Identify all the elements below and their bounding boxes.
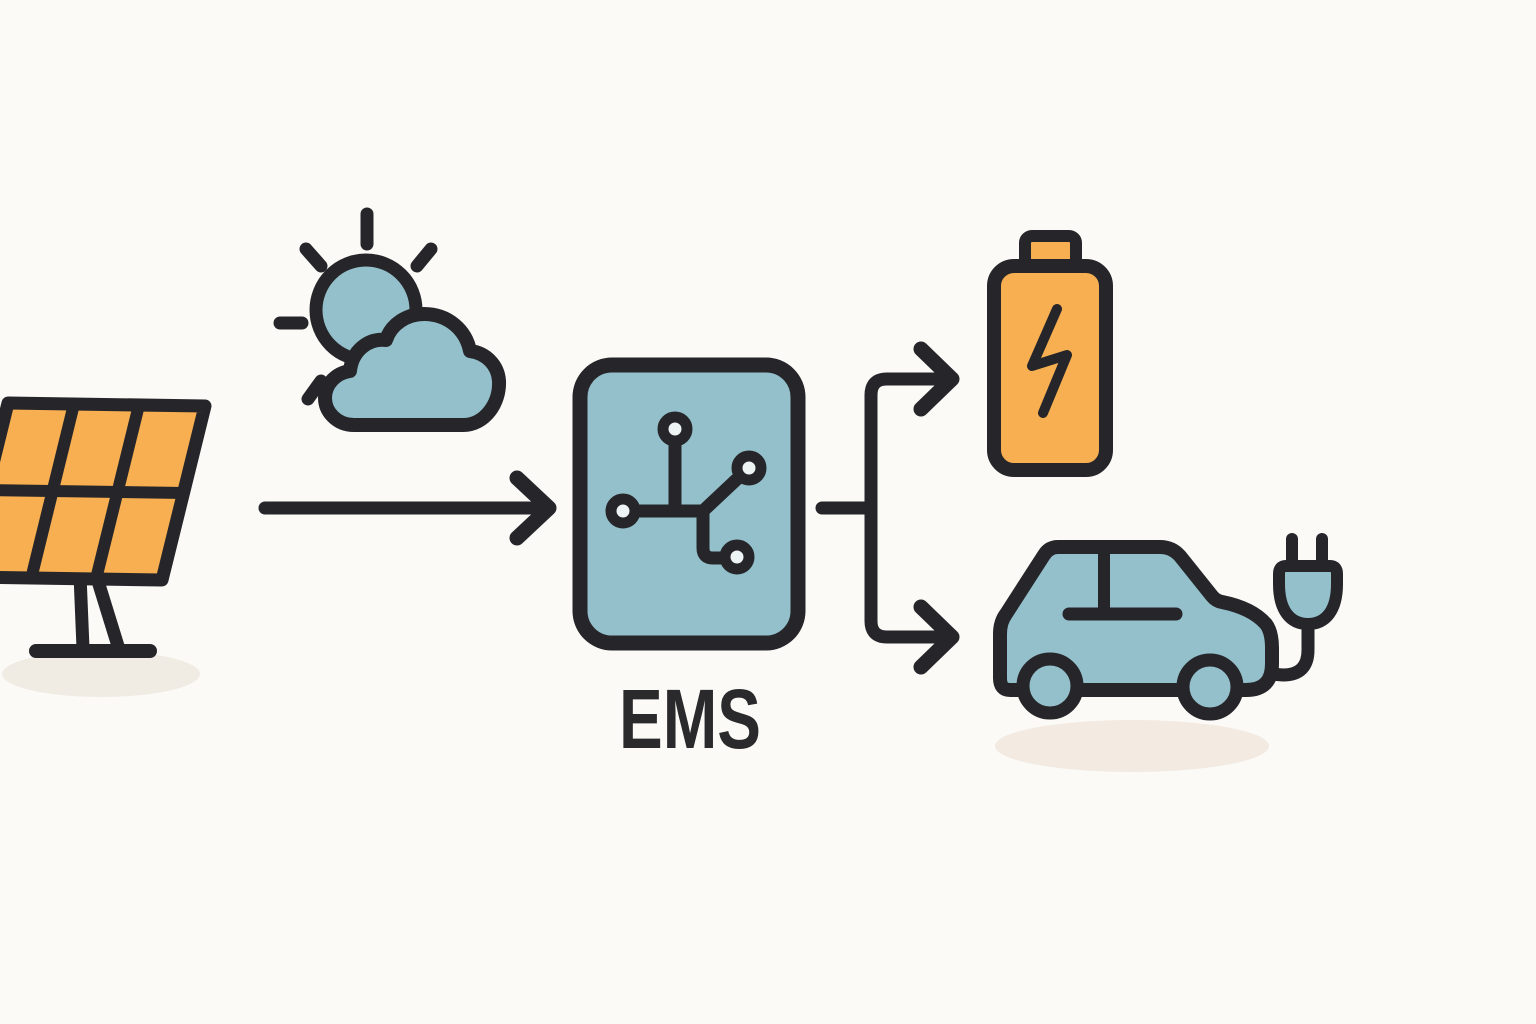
car-front-wheel [1016, 652, 1084, 720]
car-rear-wheel [1176, 653, 1244, 721]
cloud-shape [318, 307, 506, 432]
arrow-head [509, 470, 557, 546]
solar-panel-icon [0, 396, 212, 658]
electric-car-plug-icon [993, 533, 1343, 721]
ems-box [572, 357, 806, 651]
solar-panel-grid [0, 402, 185, 581]
car-shadow [995, 720, 1269, 772]
sun-cloud-icon [273, 207, 506, 432]
solar-panel-leg-diagonal [90, 571, 125, 653]
plug-body [1273, 560, 1343, 630]
plug-icon [1273, 533, 1343, 630]
sun-rays [273, 207, 438, 406]
arrow-head-to-car [913, 599, 960, 675]
battery-body [987, 259, 1113, 477]
arrow-branch-ems-outputs [815, 341, 960, 675]
solar-panel-leg [73, 568, 90, 655]
branch-rail [864, 372, 943, 644]
ems-box-body [572, 357, 806, 651]
ems-label: EMS [619, 672, 761, 766]
battery-charging-icon [987, 230, 1113, 477]
circuit-network-icon [605, 411, 767, 575]
arrow-solar-to-ems [258, 470, 557, 546]
charging-cable [1251, 617, 1315, 682]
circuit-nodes [605, 411, 767, 575]
arrow-head-to-battery [913, 341, 960, 417]
lightning-bolt-icon [1027, 304, 1072, 418]
solar-panel-shadow [2, 651, 200, 697]
